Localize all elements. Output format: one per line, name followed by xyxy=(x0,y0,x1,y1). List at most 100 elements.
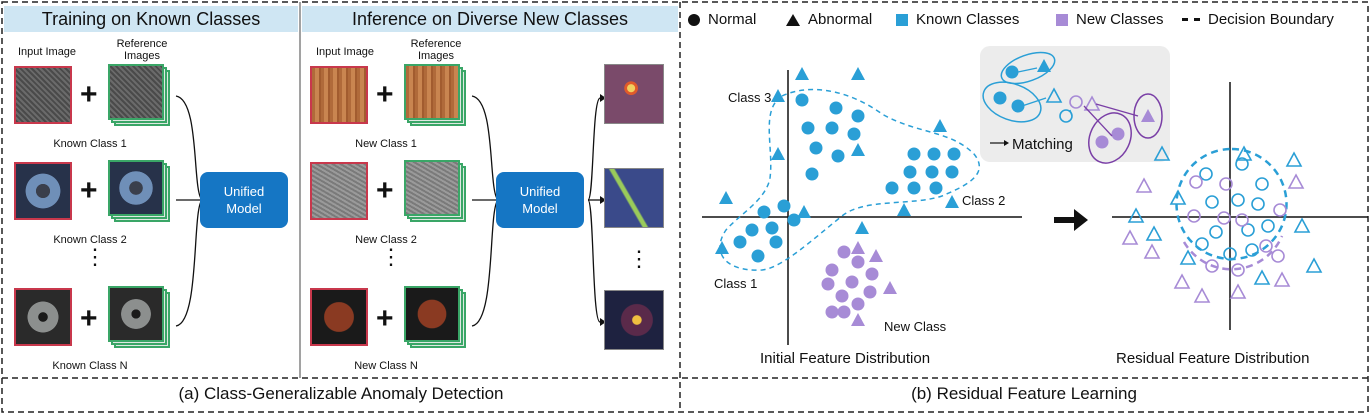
known-class-2-label: Known Class 2 xyxy=(53,234,127,246)
known-normal-point xyxy=(1261,219,1275,233)
known-abnormal-point xyxy=(1285,151,1303,167)
new-normal-point xyxy=(1259,239,1273,253)
new-class-2-label: New Class 2 xyxy=(355,234,417,246)
new-abnormal-point xyxy=(1193,287,1211,303)
new-normal-point xyxy=(1205,259,1219,273)
new-abnormal-point xyxy=(1135,177,1153,193)
known-normal-point xyxy=(757,205,771,219)
square-icon xyxy=(1056,13,1068,26)
new-reference-stack-2 xyxy=(404,160,466,222)
new-reference-stack-1 xyxy=(404,64,466,126)
panel-a-caption: (a) Class-Generalizable Anomaly Detectio… xyxy=(178,384,504,403)
inference-input-image-label: Input Image xyxy=(315,46,375,58)
plus-icon: + xyxy=(376,302,394,335)
known-normal-point xyxy=(777,199,791,213)
legend-normal: Normal xyxy=(688,11,756,28)
new-normal-point xyxy=(1231,263,1245,277)
known-normal-point xyxy=(831,149,845,163)
anomaly-map-output-n xyxy=(604,290,664,350)
known-normal-point xyxy=(1235,157,1249,171)
known-abnormal-point xyxy=(855,221,869,234)
dashed-line-icon xyxy=(1182,18,1200,21)
match-group-outline xyxy=(1000,51,1056,85)
known-abnormal-point xyxy=(1253,269,1271,285)
initial-decision-boundary xyxy=(719,88,981,271)
new-abnormal-point xyxy=(1083,95,1101,111)
known-abnormal-point xyxy=(797,205,811,218)
known-class-1-label: Known Class 1 xyxy=(53,138,127,150)
known-normal-point xyxy=(829,101,843,115)
known-abnormal-point xyxy=(715,241,729,254)
new-normal-point xyxy=(1187,209,1201,223)
new-abnormal-point xyxy=(1287,173,1305,189)
known-abnormal-point xyxy=(719,191,733,204)
training-header: Training on Known Classes xyxy=(4,6,298,32)
new-normal-point xyxy=(865,267,879,281)
known-reference-stack-2 xyxy=(108,160,170,222)
known-abnormal-point xyxy=(933,119,947,132)
matching-connector xyxy=(1069,109,1073,117)
vertical-ellipsis-icon: ⋮ xyxy=(380,244,402,269)
plus-icon: + xyxy=(376,174,394,207)
known-normal-point xyxy=(765,221,779,235)
known-abnormal-point xyxy=(1145,225,1163,241)
known-normal-point xyxy=(1195,237,1209,251)
vertical-ellipsis-icon: ⋮ xyxy=(628,246,650,271)
known-normal-point xyxy=(733,235,747,249)
new-normal-point xyxy=(863,285,877,299)
new-reference-stack-n xyxy=(404,286,466,348)
known-normal-point xyxy=(993,91,1007,105)
known-normal-point xyxy=(1241,223,1255,237)
new-normal-point xyxy=(825,305,839,319)
new-normal-point xyxy=(1235,213,1249,227)
new-abnormal-point xyxy=(1273,271,1291,287)
known-normal-point xyxy=(1223,247,1237,261)
legend-decision-boundary: Decision Boundary xyxy=(1182,11,1334,28)
known-abnormal-point xyxy=(851,143,865,156)
training-unified-model: Unified Model xyxy=(200,172,288,228)
new-abnormal-point xyxy=(1229,283,1247,299)
known-input-image-2 xyxy=(14,162,72,220)
known-normal-point xyxy=(907,147,921,161)
known-abnormal-point xyxy=(1293,217,1311,233)
new-class-label: New Class xyxy=(884,319,947,334)
known-input-image-1 xyxy=(14,66,72,124)
known-normal-point xyxy=(929,181,943,195)
vertical-ellipsis-icon: ⋮ xyxy=(84,244,106,269)
known-normal-point xyxy=(1011,99,1025,113)
known-abnormal-point xyxy=(1169,189,1187,205)
new-abnormal-point xyxy=(883,281,897,294)
residual-distribution-title: Residual Feature Distribution xyxy=(1116,350,1310,367)
new-normal-point xyxy=(845,275,859,289)
known-abnormal-point xyxy=(1037,59,1051,72)
plus-icon: + xyxy=(80,78,98,111)
initial-distribution-title: Initial Feature Distribution xyxy=(760,350,931,367)
known-abnormal-point xyxy=(1235,145,1253,161)
new-abnormal-point xyxy=(851,313,865,326)
known-abnormal-point xyxy=(897,203,911,216)
known-normal-point xyxy=(945,165,959,179)
matching-connector xyxy=(1021,97,1047,107)
match-group-outline xyxy=(1088,112,1132,164)
known-normal-point xyxy=(801,121,815,135)
known-normal-point xyxy=(1199,167,1213,181)
plus-icon: + xyxy=(376,78,394,111)
inference-reference-images-label: Reference Images xyxy=(410,38,462,62)
reference-images-label: Reference Images xyxy=(116,38,168,62)
known-normal-point xyxy=(769,235,783,249)
new-abnormal-point xyxy=(851,241,865,254)
new-normal-point xyxy=(1219,177,1233,191)
new-input-image-1 xyxy=(310,66,368,124)
class-2-label: Class 2 xyxy=(962,193,1006,208)
known-reference-stack-n xyxy=(108,286,170,348)
plus-icon: + xyxy=(80,174,98,207)
legend-known-classes-label: Known Classes xyxy=(916,11,1020,28)
match-group-outline xyxy=(982,81,1042,123)
legend-normal-label: Normal xyxy=(708,11,757,28)
new-normal-point xyxy=(1095,135,1109,149)
known-normal-point xyxy=(805,167,819,181)
matching-bubble xyxy=(980,46,1170,162)
training-connectors xyxy=(175,95,203,327)
known-abnormal-point xyxy=(851,67,865,80)
